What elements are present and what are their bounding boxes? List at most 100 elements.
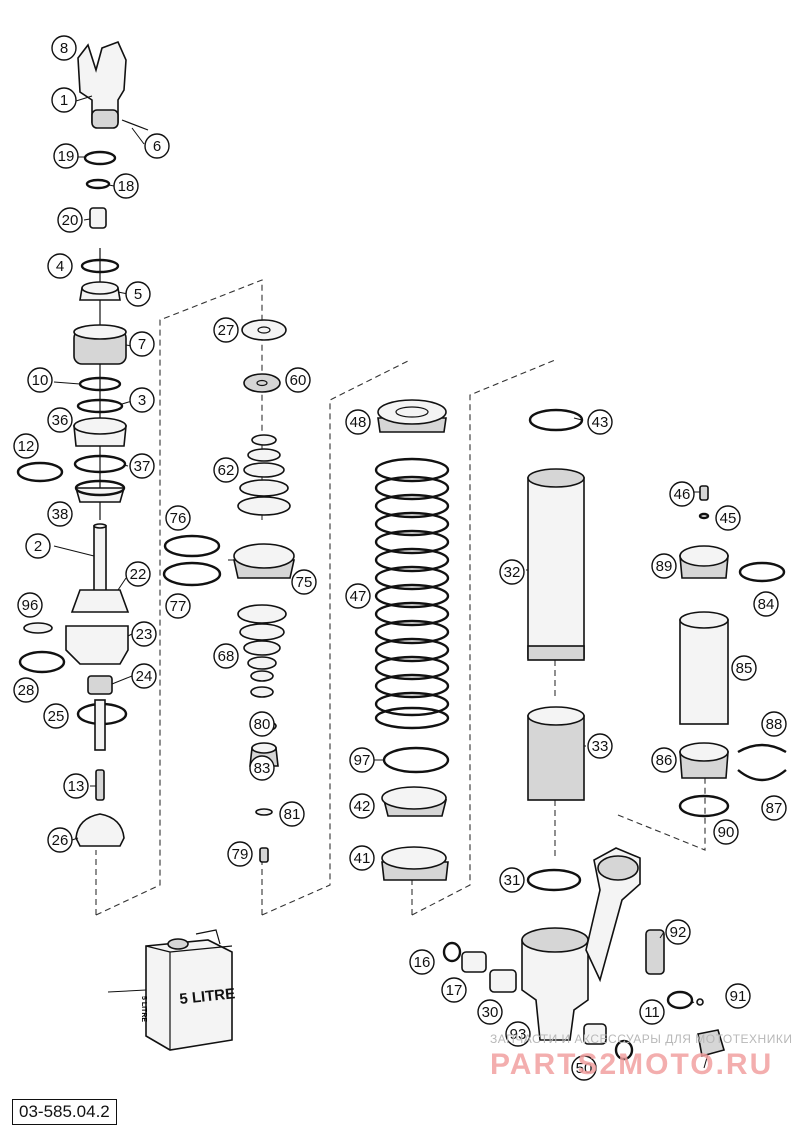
callout-85: 85 bbox=[731, 655, 757, 681]
oil-can: 5 LITRE 5 LITRE bbox=[140, 929, 236, 1051]
callout-circle bbox=[165, 505, 191, 531]
callout-38: 38 bbox=[47, 501, 73, 527]
callout-46: 46 bbox=[669, 481, 695, 507]
callout-number: 28 bbox=[18, 682, 35, 699]
callout-number: 1 bbox=[60, 92, 68, 109]
callout-10: 10 bbox=[27, 367, 53, 393]
callout-circle bbox=[753, 591, 779, 617]
part-32-cylinder bbox=[527, 477, 585, 659]
callout-number: 37 bbox=[134, 458, 151, 475]
callout-87: 87 bbox=[761, 795, 787, 821]
part-62-shim-4 bbox=[239, 479, 289, 497]
callout-33: 33 bbox=[587, 733, 613, 759]
callout-96: 96 bbox=[17, 592, 43, 618]
part-77-ring bbox=[162, 561, 222, 587]
part-41-top bbox=[381, 846, 447, 870]
callout-43: 43 bbox=[587, 409, 613, 435]
part-33-sleeve bbox=[527, 715, 585, 801]
callout-number: 50 bbox=[576, 1060, 593, 1077]
callout-circle bbox=[125, 561, 151, 587]
part-60-washer bbox=[243, 373, 281, 393]
part-48-hole bbox=[395, 406, 429, 418]
callout-number: 43 bbox=[592, 414, 609, 431]
callout-circle bbox=[47, 827, 73, 853]
callout-circle bbox=[165, 593, 191, 619]
callout-number: 22 bbox=[130, 566, 147, 583]
callout-number: 13 bbox=[68, 778, 85, 795]
callout-number: 30 bbox=[482, 1004, 499, 1021]
callout-number: 42 bbox=[354, 798, 371, 815]
callout-90: 90 bbox=[713, 819, 739, 845]
callout-84: 84 bbox=[753, 591, 779, 617]
callout-number: 41 bbox=[354, 850, 371, 867]
part-23-piston bbox=[65, 625, 129, 665]
part-86-top bbox=[679, 742, 729, 762]
oil-can-handle bbox=[195, 929, 221, 945]
callout-number: 18 bbox=[118, 178, 135, 195]
callout-3: 3 bbox=[129, 387, 155, 413]
oil-can-label-side: 5 LITRE bbox=[140, 996, 147, 1022]
part-31-ring bbox=[526, 868, 582, 892]
callout-number: 68 bbox=[218, 648, 235, 665]
callout-number: 8 bbox=[60, 40, 68, 57]
callout-83: 83 bbox=[249, 755, 275, 781]
callout-number: 32 bbox=[504, 564, 521, 581]
callout-23: 23 bbox=[131, 621, 157, 647]
callout-circle bbox=[713, 819, 739, 845]
callout-42: 42 bbox=[349, 793, 375, 819]
callout-77: 77 bbox=[165, 593, 191, 619]
callout-17: 17 bbox=[441, 977, 467, 1003]
callout-number: 26 bbox=[52, 832, 69, 849]
part-20-bushing bbox=[89, 207, 107, 229]
callout-37: 37 bbox=[129, 453, 155, 479]
oil-can-body bbox=[145, 939, 233, 1051]
callout-6: 6 bbox=[144, 133, 170, 159]
callout-48: 48 bbox=[345, 409, 371, 435]
callout-36: 36 bbox=[47, 407, 73, 433]
callout-5: 5 bbox=[125, 281, 151, 307]
callout-circle bbox=[285, 367, 311, 393]
callout-45: 45 bbox=[715, 505, 741, 531]
callout-number: 89 bbox=[656, 558, 673, 575]
callout-circle bbox=[477, 999, 503, 1025]
column-5-parts bbox=[645, 485, 787, 1058]
part-89-top bbox=[679, 545, 729, 567]
callout-number: 79 bbox=[232, 846, 249, 863]
callout-circle bbox=[51, 87, 77, 113]
callout-number: 23 bbox=[136, 626, 153, 643]
callout-7: 7 bbox=[129, 331, 155, 357]
callout-number: 48 bbox=[350, 414, 367, 431]
callout-circle bbox=[349, 747, 375, 773]
callout-circle bbox=[63, 773, 89, 799]
callout-20: 20 bbox=[57, 207, 83, 233]
callout-number: 2 bbox=[34, 538, 42, 555]
callout-circle bbox=[113, 173, 139, 199]
callout-circle bbox=[279, 801, 305, 827]
part-6-pin bbox=[121, 119, 149, 131]
column-outline-2 bbox=[261, 359, 411, 916]
callout-circle bbox=[25, 533, 51, 559]
callout-circle bbox=[409, 949, 435, 975]
part-87-clip bbox=[737, 769, 787, 782]
part-88-clip bbox=[737, 743, 787, 754]
part-4-clip bbox=[80, 258, 120, 274]
part-62-shim-1 bbox=[251, 434, 277, 446]
callout-circle bbox=[57, 207, 83, 233]
callout-circle bbox=[349, 793, 375, 819]
callout-number: 12 bbox=[18, 438, 35, 455]
part-83-top bbox=[251, 742, 277, 754]
part-46-valve bbox=[699, 485, 709, 501]
part-96-washer bbox=[23, 622, 53, 634]
part-76-ring bbox=[163, 534, 221, 558]
callout-circle bbox=[249, 711, 275, 737]
oil-can-label: 5 LITRE bbox=[179, 985, 236, 1008]
part-1-top-clevis bbox=[77, 40, 127, 123]
part-13-needle bbox=[95, 769, 105, 801]
part-housing-arm bbox=[585, 847, 641, 983]
callout-number: 80 bbox=[254, 716, 271, 733]
callout-number: 24 bbox=[136, 668, 153, 685]
callout-16: 16 bbox=[409, 949, 435, 975]
part-27-washer bbox=[241, 319, 287, 341]
part-68-shim-5 bbox=[250, 670, 274, 682]
callout-12: 12 bbox=[13, 433, 39, 459]
